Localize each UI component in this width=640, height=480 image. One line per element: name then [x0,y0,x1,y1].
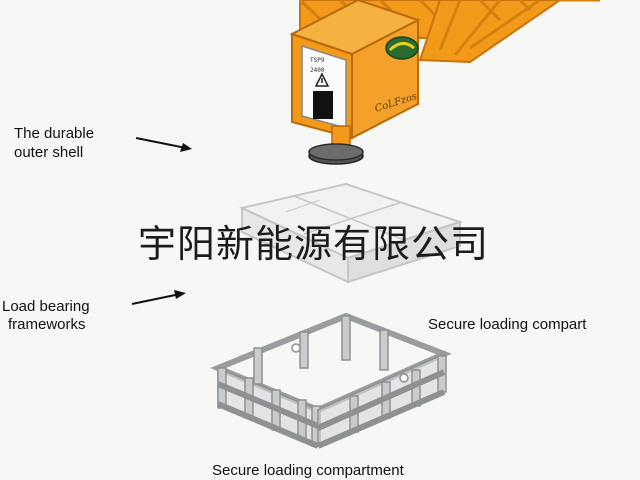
label-frameworks-line2: frameworks [8,316,86,333]
label-frameworks-line1: Load bearing [2,298,90,315]
svg-text:2400: 2400 [310,67,325,74]
company-watermark: 宇阳新能源有限公司 [138,222,490,266]
outer-shell-box [238,182,464,284]
arrow-frameworks [131,290,186,305]
label-outer-shell-line1: The durable [14,125,95,142]
label-outer-shell-line2: outer shell [14,144,84,161]
label-compartment-bottom: Secure loading compartment [212,462,404,479]
svg-text:TSP9: TSP9 [310,57,325,64]
load-frame [210,312,452,449]
crane-hook-pillar [308,125,364,165]
arrow-outer-shell [135,137,192,152]
label-compartment-side: Secure loading compart [428,316,587,333]
crane-cab: TSP9 2400 CoLFzos [289,0,421,140]
